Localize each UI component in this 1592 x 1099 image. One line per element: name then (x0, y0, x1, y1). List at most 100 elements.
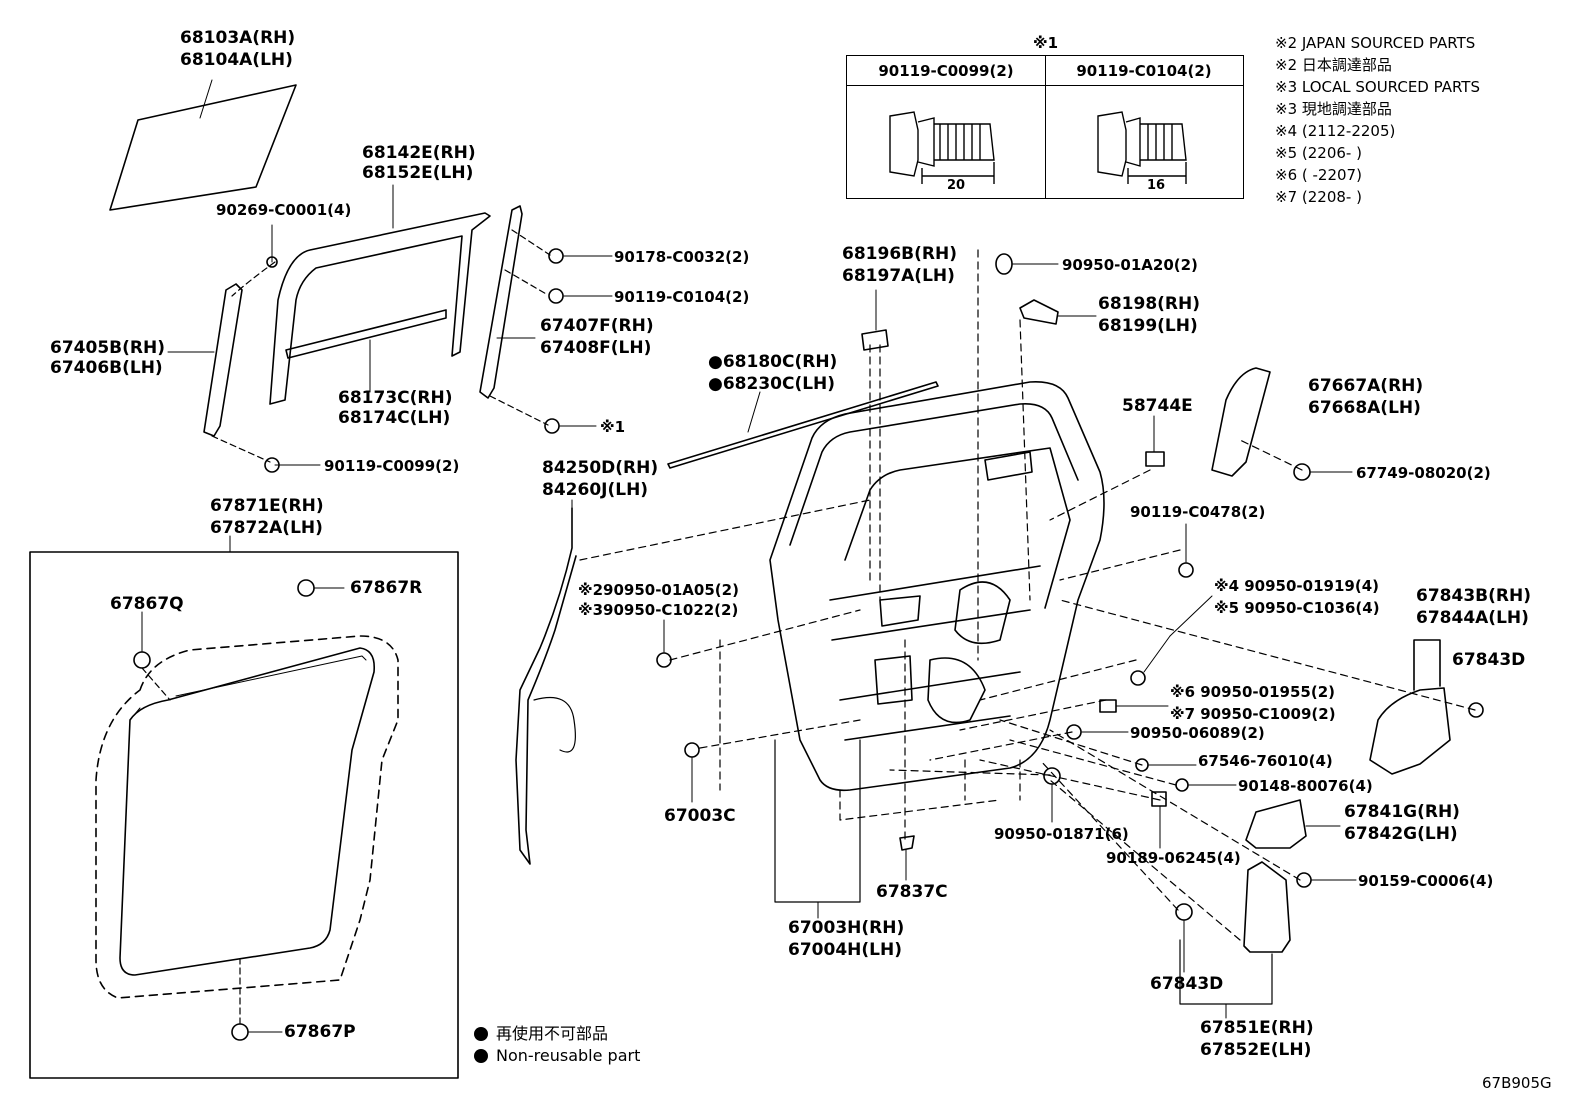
callout-68198: 68198(RH) (1098, 294, 1200, 314)
clip-67843d-lower (1175, 903, 1193, 921)
callout-68142e: 68142E(RH) (362, 143, 476, 163)
door-wire (515, 507, 577, 865)
belt-moulding (285, 309, 447, 359)
nut-90189 (1151, 791, 1167, 807)
clip-67837c (899, 835, 915, 851)
bullet-icon (474, 1049, 488, 1063)
callout-67872a: 67872A(LH) (210, 518, 323, 538)
callout-68196b: 68196B(RH) (842, 244, 957, 264)
callout-90189: 90189-06245(4) (1106, 849, 1241, 867)
outer-belt-moulding (667, 381, 939, 469)
bracket-68196b (861, 329, 889, 351)
callout-90178: 90178-C0032(2) (614, 248, 750, 266)
note-line: ※4 (2112-2205) (1275, 122, 1396, 140)
rear-cover (1211, 367, 1271, 477)
callout-68230c: ●68230C(LH) (708, 374, 836, 394)
legend-en-text: Non-reusable part (496, 1046, 641, 1065)
weatherstrip-box (29, 551, 459, 1079)
window-frame (269, 212, 491, 405)
door-glass (109, 84, 297, 211)
callout-67852e: 67852E(LH) (1200, 1040, 1312, 1060)
plug-01955 (1099, 699, 1117, 713)
callout-67749: 67749-08020(2) (1356, 464, 1491, 482)
note-line: ※6 ( -2207) (1275, 166, 1362, 184)
callout-90148: 90148-80076(4) (1238, 777, 1373, 795)
sourcing-notes: ※2 JAPAN SOURCED PARTS ※2 日本調達部品 ※3 LOCA… (1275, 32, 1480, 208)
legend-jp: 再使用不可部品 (474, 1020, 608, 1044)
quarter-cover (1369, 687, 1451, 775)
bolt-90119-c0478 (1178, 562, 1194, 578)
callout-68180c: ●68180C(RH) (708, 352, 838, 372)
callout-90269: 90269-C0001(4) (216, 201, 352, 219)
callout-67867q: 67867Q (110, 594, 184, 614)
bolt-90119-c0104 (548, 288, 564, 304)
note-line: ※3 現地調達部品 (1275, 100, 1392, 118)
callout-68197a: 68197A(LH) (842, 266, 955, 286)
screw-90148 (1175, 778, 1189, 792)
plug-a20 (995, 253, 1013, 275)
callout-67408f: 67408F(LH) (540, 338, 652, 358)
callout-90159: 90159-C0006(4) (1358, 872, 1494, 890)
callout-67003h: 67003H(RH) (788, 918, 905, 938)
callout-90119-c0478: 90119-C0478(2) (1130, 503, 1266, 521)
callout-90950-c1022: ※390950-C1022(2) (578, 601, 739, 619)
lower-guard (1245, 799, 1307, 849)
legend-jp-text: 再使用不可部品 (496, 1024, 609, 1043)
callout-90950-c1009: ※7 90950-C1009(2) (1170, 705, 1336, 723)
clip-67867q-shape (133, 651, 151, 669)
callout-67842g: 67842G(LH) (1344, 824, 1458, 844)
callout-67871e: 67871E(RH) (210, 496, 324, 516)
callout-67837c: 67837C (876, 882, 948, 902)
callout-67407f: 67407F(RH) (540, 316, 654, 336)
plug-06089 (1066, 724, 1082, 740)
callout-84260j: 84260J(LH) (542, 480, 649, 500)
clip-67867p-shape (231, 1023, 249, 1041)
callout-90950-c1036: ※5 90950-C1036(4) (1214, 599, 1380, 617)
callout-67841g: 67841G(RH) (1344, 802, 1460, 822)
grommet-67003c (684, 742, 700, 758)
callout-90950-01955: ※6 90950-01955(2) (1170, 683, 1335, 701)
callout-68103a: 68103A(RH) (180, 28, 296, 48)
callout-90950-01871: 90950-01871(6) (994, 825, 1129, 843)
callout-58744e: 58744E (1122, 396, 1193, 416)
front-channel (203, 283, 243, 437)
figure-code: 67B905G (1482, 1074, 1552, 1092)
bolt-table: 90119-C0099(2) 90119-C0104(2) 20 16 (846, 55, 1244, 199)
callout-67405b: 67405B(RH) (50, 338, 165, 358)
bolt-ref-1 (544, 418, 560, 434)
plug-a05 (656, 652, 672, 668)
callout-67004h: 67004H(LH) (788, 940, 902, 960)
note-line: ※5 (2206- ) (1275, 144, 1362, 162)
callout-68199: 68199(LH) (1098, 316, 1198, 336)
callout-68174c: 68174C(LH) (338, 408, 451, 428)
note-line: ※7 (2208- ) (1275, 188, 1362, 206)
callout-67843d-lower: 67843D (1150, 974, 1224, 994)
callout-90950-01a20: 90950-01A20(2) (1062, 256, 1198, 274)
note-line: ※2 JAPAN SOURCED PARTS (1275, 34, 1476, 52)
callout-67851e: 67851E(RH) (1200, 1018, 1314, 1038)
table-col1-length: 20 (947, 178, 966, 193)
callout-90950-06089: 90950-06089(2) (1130, 724, 1265, 742)
rear-channel (479, 205, 523, 399)
callout-68104a: 68104A(LH) (180, 50, 293, 70)
table-col2-part: 90119-C0104(2) (1045, 56, 1243, 86)
callout-67003c: 67003C (664, 806, 736, 826)
legend-en: Non-reusable part (474, 1046, 640, 1065)
table-col2-length: 16 (1147, 178, 1166, 193)
clip-90269 (266, 256, 278, 268)
bolt-table-drawings (889, 111, 1187, 184)
door-protector (1243, 861, 1291, 953)
callout-67867r: 67867R (350, 578, 423, 598)
note-line: ※2 日本調達部品 (1275, 56, 1392, 74)
weatherstrip-outer (95, 635, 399, 999)
callout-67406b: 67406B(LH) (50, 358, 163, 378)
weatherstrip-inner (119, 647, 376, 976)
bolt-90178 (548, 248, 564, 264)
table-ref-mark: ※1 (1033, 34, 1059, 52)
callout-67844a: 67844A(LH) (1416, 608, 1529, 628)
callout-68173c: 68173C(RH) (338, 388, 453, 408)
label-58744e (1145, 451, 1165, 467)
hinge-68198 (1019, 299, 1059, 325)
